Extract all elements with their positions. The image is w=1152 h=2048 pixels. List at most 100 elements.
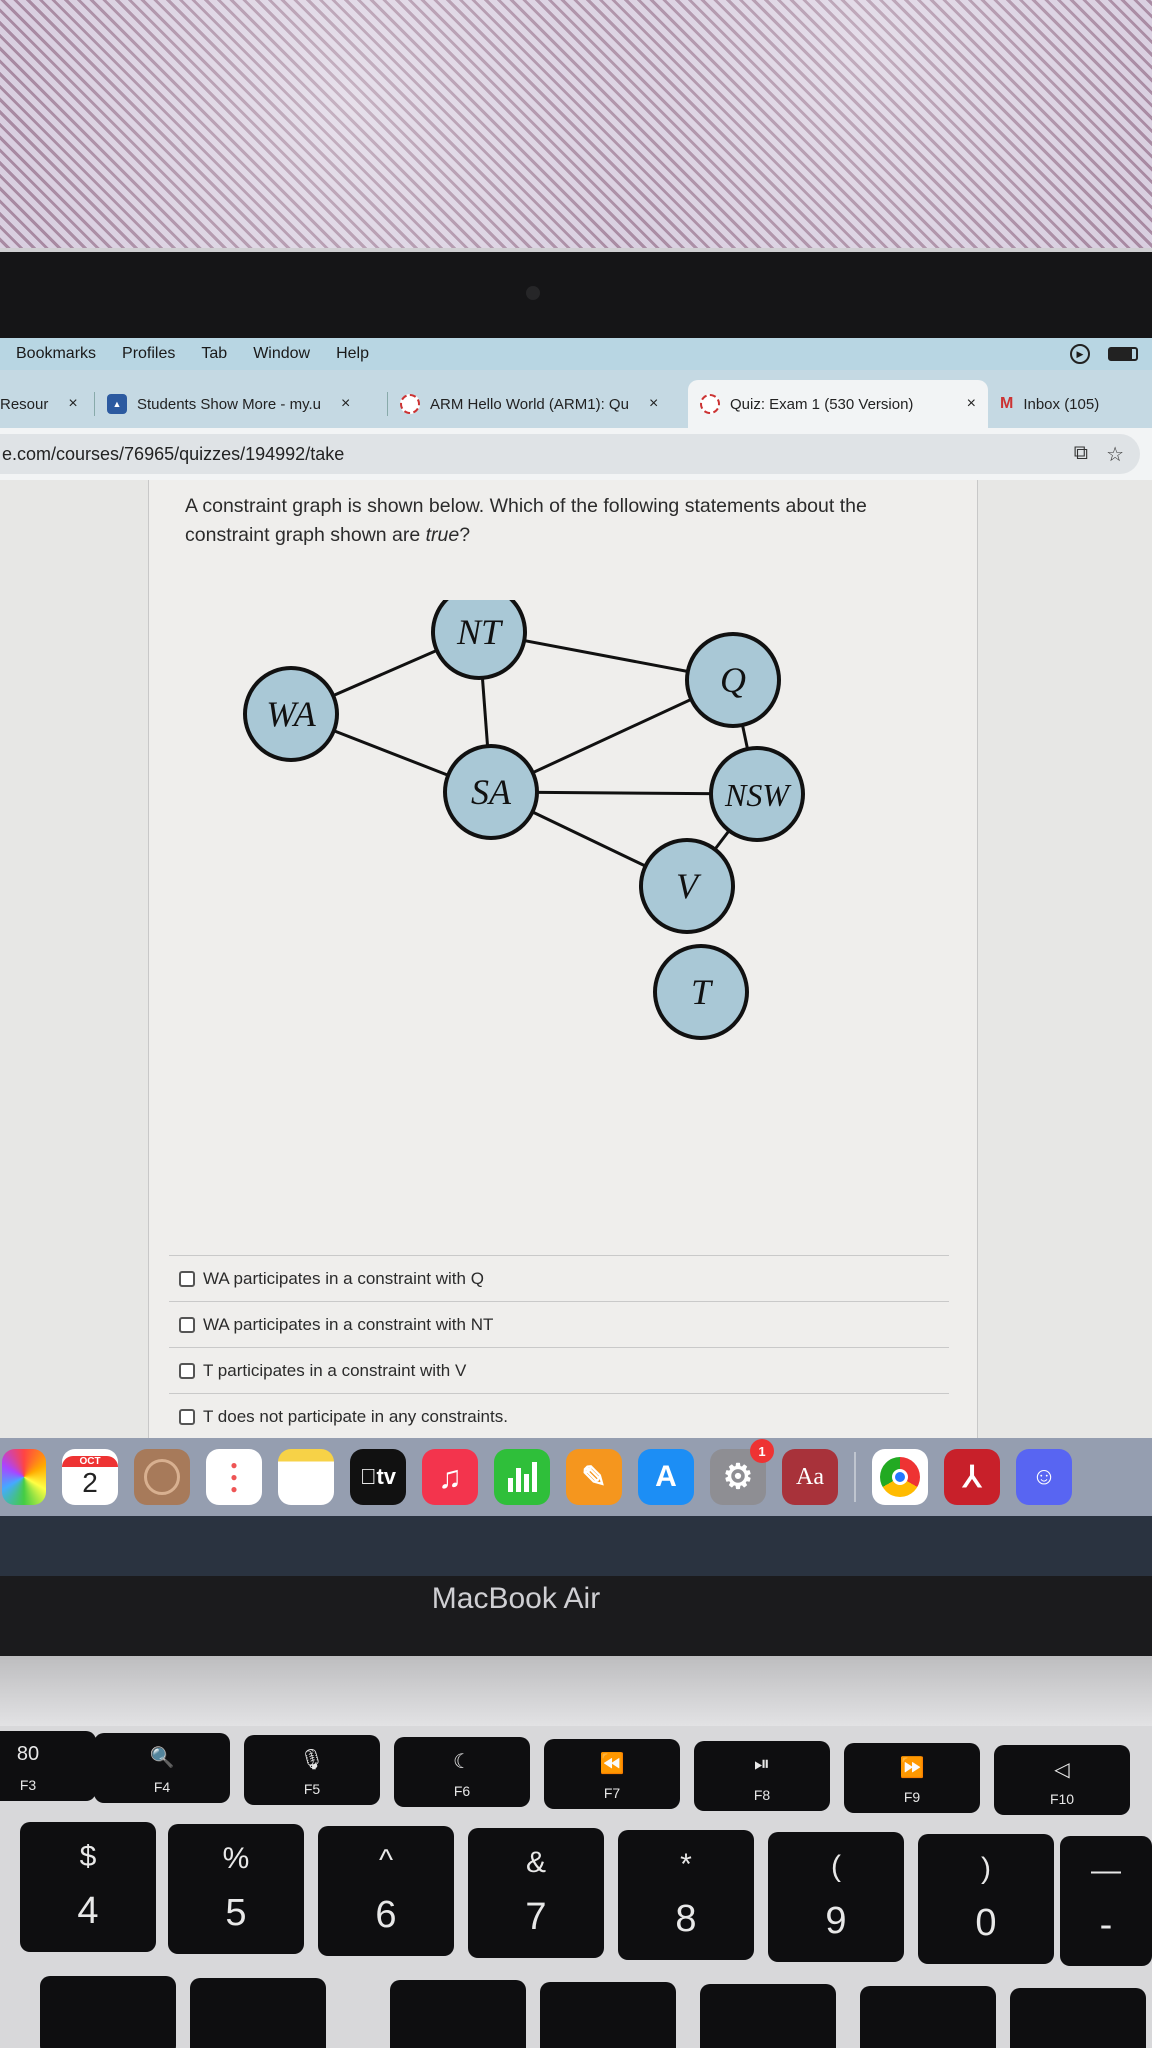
close-icon[interactable]: × xyxy=(648,395,659,412)
key-shift-symbol: ^ xyxy=(378,1844,394,1877)
graph-node-label-t: T xyxy=(691,972,714,1012)
calendar-app-icon[interactable]: OCT 2 xyxy=(62,1449,118,1505)
key-main-symbol: 4 xyxy=(77,1890,99,1932)
number-key-8[interactable]: *8 xyxy=(618,1830,754,1960)
option-label: WA participates in a constraint with NT xyxy=(203,1314,494,1334)
close-icon[interactable]: × xyxy=(68,395,78,412)
key-main-symbol: 5 xyxy=(225,1892,247,1934)
question-body: A constraint graph is shown below. Which… xyxy=(185,495,867,546)
battery-icon[interactable] xyxy=(1108,347,1138,361)
key-shift-symbol: * xyxy=(680,1848,692,1881)
app-store-icon[interactable]: A xyxy=(638,1449,694,1505)
number-key-0[interactable]: )0 xyxy=(918,1834,1054,1964)
install-app-icon[interactable]: ⧉ xyxy=(1073,441,1089,464)
tab-arm-hello-world[interactable]: ARM Hello World (ARM1): Qu × xyxy=(388,380,688,428)
number-key--[interactable]: —- xyxy=(1060,1836,1152,1966)
tab-separator xyxy=(387,392,388,416)
system-settings-icon[interactable]: ⚙1 xyxy=(710,1439,774,1505)
chrome-app-icon[interactable] xyxy=(872,1449,928,1505)
bookmark-star-icon[interactable]: ☆ xyxy=(1106,443,1124,466)
camera xyxy=(526,286,540,300)
graph-node-label-nsw: NSW xyxy=(724,777,792,813)
option-label: T participates in a constraint with V xyxy=(203,1360,467,1380)
function-key-label: F9 xyxy=(903,1789,921,1805)
menu-window[interactable]: Window xyxy=(253,345,311,362)
tab-separator xyxy=(94,392,95,416)
function-key-icon: 🎙 xyxy=(299,1749,325,1771)
reminders-app-icon[interactable]: ●●● xyxy=(206,1449,262,1505)
letter-key[interactable] xyxy=(190,1978,326,2048)
menu-bar: Bookmarks Profiles Tab Window Help ▶ xyxy=(0,338,1152,370)
number-key-4[interactable]: $4 xyxy=(20,1822,156,1952)
laptop-hinge xyxy=(0,1656,1152,1726)
letter-key[interactable] xyxy=(390,1980,526,2048)
number-key-5[interactable]: %5 xyxy=(168,1824,304,1954)
function-key-f6[interactable]: ☾F6 xyxy=(394,1737,530,1807)
function-key-label: F6 xyxy=(453,1783,471,1799)
tab-label: Students Show More - my.u xyxy=(137,395,321,413)
graph-node-v xyxy=(639,838,735,934)
media-play-icon[interactable]: ▶ xyxy=(1070,344,1090,364)
photos-app-icon[interactable] xyxy=(2,1449,46,1505)
function-key-f8[interactable]: ⏯F8 xyxy=(694,1741,830,1811)
discord-app-icon[interactable]: ☺ xyxy=(1016,1449,1072,1505)
tab-students[interactable]: ▲ Students Show More - my.u × xyxy=(95,380,387,428)
close-icon[interactable]: × xyxy=(966,395,976,412)
pages-app-icon[interactable]: ✎ xyxy=(566,1449,622,1505)
numbers-app-icon[interactable] xyxy=(494,1449,550,1505)
tab-gmail-inbox[interactable]: M Inbox (105) xyxy=(988,380,1128,428)
menu-tab[interactable]: Tab xyxy=(201,345,228,362)
option-row[interactable]: WA participates in a constraint with NT xyxy=(169,1301,949,1347)
tab-quiz-exam[interactable]: Quiz: Exam 1 (530 Version) × xyxy=(688,380,988,428)
letter-key[interactable] xyxy=(1010,1988,1146,2048)
dictionary-label: Aa xyxy=(796,1463,824,1490)
letter-key[interactable] xyxy=(40,1976,176,2048)
key-shift-symbol: ( xyxy=(831,1850,841,1883)
option-row[interactable]: T does not participate in any constraint… xyxy=(169,1393,949,1438)
letter-key[interactable] xyxy=(700,1984,836,2048)
function-key-f5[interactable]: 🎙F5 xyxy=(244,1735,380,1805)
function-key-f7[interactable]: ⏪F7 xyxy=(544,1739,680,1809)
tab-resources[interactable]: Resour × xyxy=(0,380,94,428)
address-bar[interactable]: e.com/courses/76965/quizzes/194992/take … xyxy=(0,434,1140,474)
graph-node-label-nt: NT xyxy=(456,612,504,652)
tab-bar: Resour × ▲ Students Show More - my.u × A… xyxy=(0,370,1152,428)
menu-bookmarks[interactable]: Bookmarks xyxy=(16,345,97,362)
option-checkbox[interactable] xyxy=(179,1270,195,1287)
key-shift-symbol: & xyxy=(525,1846,546,1879)
number-key-9[interactable]: (9 xyxy=(768,1832,904,1962)
graph-node-q xyxy=(685,632,781,728)
option-checkbox[interactable] xyxy=(179,1362,195,1379)
acrobat-app-icon[interactable]: ⅄ xyxy=(944,1449,1000,1505)
graph-node-nt xyxy=(431,600,527,680)
close-icon[interactable]: × xyxy=(340,395,351,412)
function-key-f9[interactable]: ⏩F9 xyxy=(844,1743,980,1813)
menu-profiles[interactable]: Profiles xyxy=(122,345,176,362)
notes-app-icon[interactable] xyxy=(278,1449,334,1505)
contacts-app-icon[interactable] xyxy=(134,1449,190,1505)
letter-key[interactable] xyxy=(540,1982,676,2048)
number-key-7[interactable]: &7 xyxy=(468,1828,604,1958)
graph-node-sa xyxy=(443,744,539,840)
option-row[interactable]: T participates in a constraint with V xyxy=(169,1347,949,1393)
option-label: T does not participate in any constraint… xyxy=(203,1406,508,1426)
music-app-icon[interactable]: ♫ xyxy=(422,1449,478,1505)
number-key-6[interactable]: ^6 xyxy=(318,1826,454,1956)
option-checkbox[interactable] xyxy=(179,1316,195,1333)
laptop-top-bezel xyxy=(0,248,1152,340)
graph-node-label-q: Q xyxy=(720,660,746,700)
apple-tv-app-icon[interactable]: tv xyxy=(350,1449,406,1505)
key-main-symbol: 8 xyxy=(675,1898,697,1940)
key-main-symbol: 7 xyxy=(525,1896,547,1938)
dictionary-app-icon[interactable]: Aa xyxy=(782,1449,838,1505)
option-row[interactable]: WA participates in a constraint with Q xyxy=(169,1255,949,1301)
function-key-icon: ◁ xyxy=(1054,1759,1070,1781)
gmail-icon: M xyxy=(1000,395,1014,412)
function-key-f10[interactable]: ◁F10 xyxy=(994,1745,1130,1815)
letter-key[interactable] xyxy=(860,1986,996,2048)
menu-help[interactable]: Help xyxy=(336,345,369,362)
notification-badge: 1 xyxy=(750,1439,774,1463)
option-checkbox[interactable] xyxy=(179,1408,195,1425)
function-key-f4[interactable]: 🔍F4 xyxy=(94,1733,230,1803)
